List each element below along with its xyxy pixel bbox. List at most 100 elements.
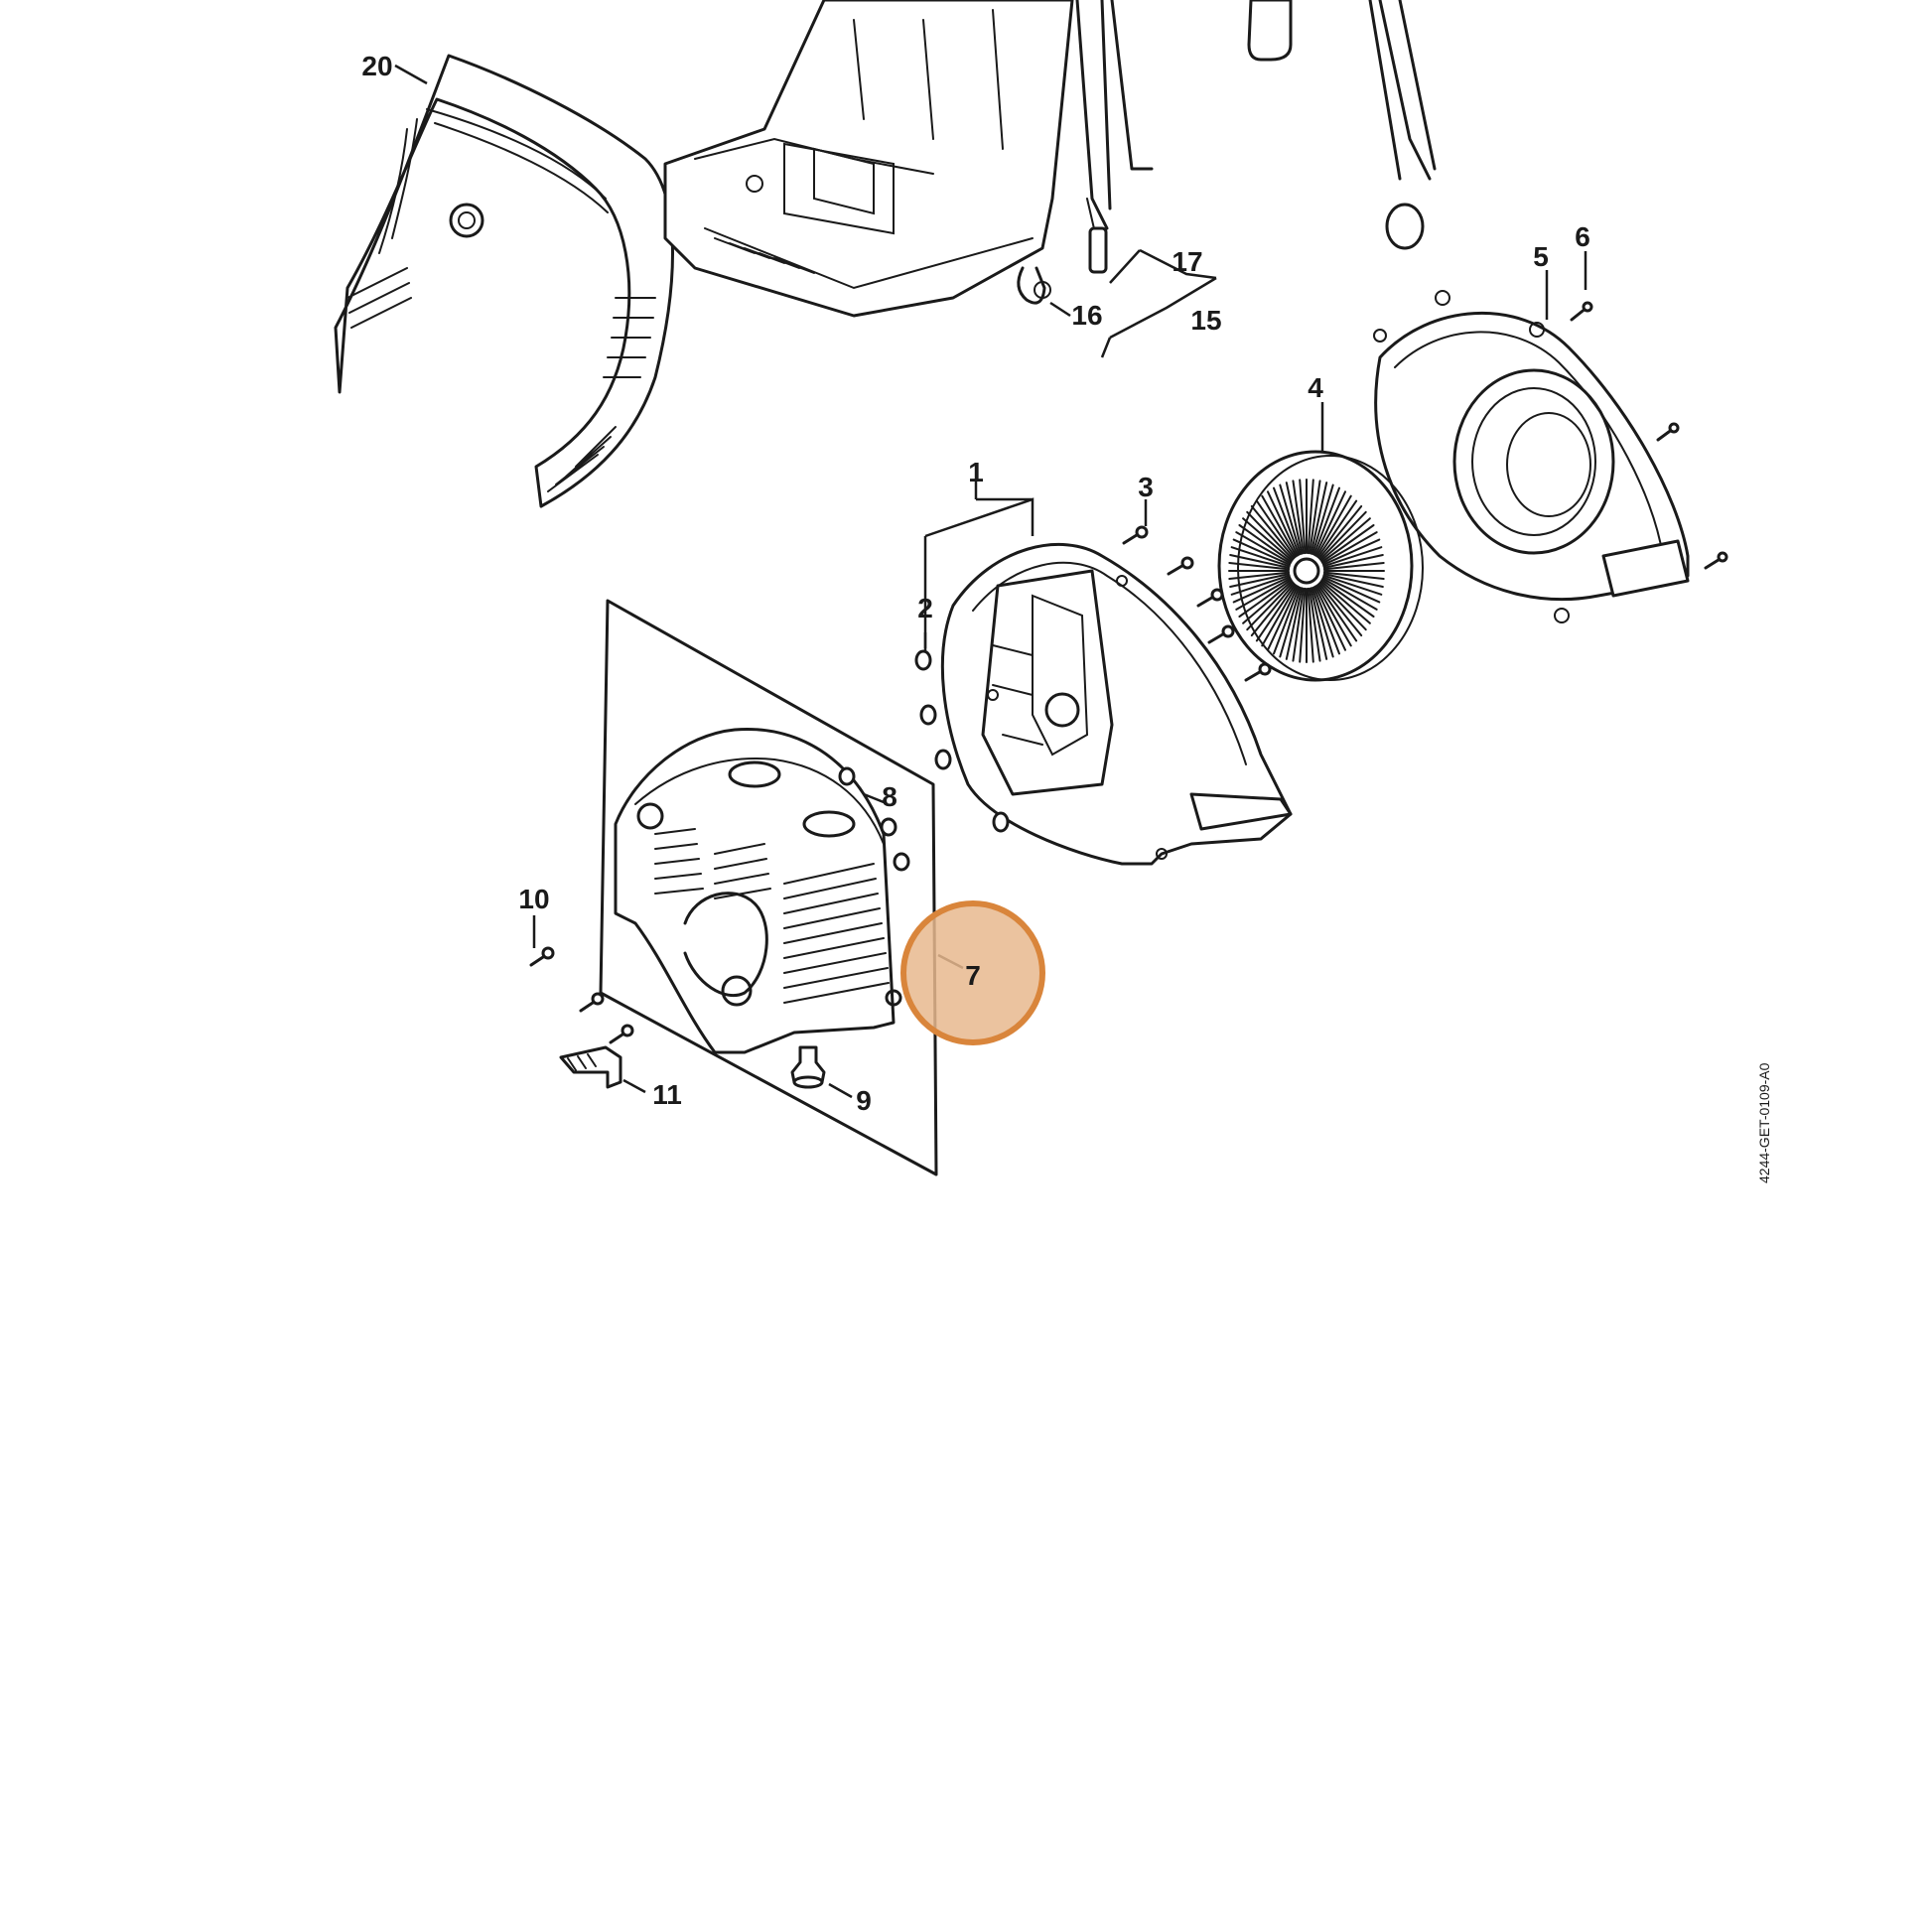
fan-spoke (1310, 482, 1328, 555)
part-8-plugs[interactable] (838, 766, 910, 872)
fan-spoke (1299, 479, 1307, 555)
fan-spoke (1229, 573, 1291, 588)
fan-spoke (1255, 583, 1297, 642)
fan-spoke (1279, 586, 1302, 658)
reference-code: 4244-GET-0109-A0 (1756, 1062, 1772, 1183)
callout-3: 3 (1138, 472, 1154, 502)
fan-spoke (1316, 583, 1358, 642)
fan-spoke (1235, 531, 1292, 565)
fan-spoke (1230, 574, 1291, 596)
callout-16: 16 (1071, 300, 1102, 331)
part-9-pin[interactable] (790, 1045, 826, 1089)
fan-spoke (1229, 554, 1291, 569)
fan-spoke (1228, 561, 1291, 571)
fan-spoke (1261, 584, 1298, 647)
fan-spoke (1322, 573, 1384, 588)
callout-8: 8 (882, 781, 897, 812)
fan-spoke (1267, 490, 1299, 557)
fan-spoke (1273, 486, 1301, 556)
leader-lines (394, 64, 1587, 1099)
fan-spoke (1261, 494, 1298, 558)
fan-spoke (1314, 490, 1346, 557)
fan-spoke (1310, 587, 1328, 660)
part-5-housing-cover[interactable] (1373, 290, 1690, 623)
fan-spoke (1322, 574, 1383, 596)
part-10-screws[interactable] (529, 946, 634, 1044)
fan-spoke (1322, 571, 1385, 581)
fan-spoke (1309, 480, 1321, 555)
fan-spoke (1228, 571, 1291, 581)
highlight-callout-7[interactable] (900, 900, 1045, 1045)
callout-6: 6 (1575, 221, 1590, 252)
fan-spoke (1318, 581, 1367, 631)
fan-spoke (1322, 554, 1384, 569)
fan-spoke (1232, 576, 1292, 604)
fan-spoke (1321, 538, 1381, 566)
callout-15: 15 (1190, 305, 1221, 336)
callout-7: 7 (965, 960, 981, 991)
fan-spoke (1246, 581, 1295, 631)
callout-9: 9 (856, 1085, 872, 1116)
callout-labels: 1 2 3 4 5 6 7 8 9 10 11 15 16 17 20 (361, 51, 1589, 1116)
fan-spoke (1309, 587, 1321, 662)
fan-spoke (1246, 510, 1295, 561)
fan-spoke (1321, 577, 1378, 611)
fan-spoke (1299, 587, 1307, 663)
part-1-blower-housing[interactable] (940, 542, 1293, 866)
part-7-shroud[interactable] (614, 727, 902, 1054)
back-frame[interactable] (663, 0, 1074, 318)
fan-spoke (1307, 587, 1314, 663)
fan-spoke (1318, 510, 1367, 561)
callout-17: 17 (1172, 246, 1202, 277)
fan-spoke (1235, 577, 1292, 611)
fan-spoke (1321, 531, 1378, 565)
callout-11: 11 (652, 1079, 682, 1110)
fan-spoke (1242, 580, 1294, 624)
fan-spoke (1250, 504, 1296, 560)
fan-spoke (1315, 494, 1352, 558)
harness-straps[interactable] (1075, 0, 1437, 274)
fan-spoke (1230, 546, 1291, 568)
callout-20: 20 (361, 51, 392, 81)
fan-spoke (1307, 479, 1314, 555)
fan-spoke (1255, 499, 1297, 559)
fan-spoke (1317, 504, 1363, 560)
fan-spoke (1315, 584, 1352, 647)
part-7-assembly-frame (599, 599, 938, 1176)
callout-10: 10 (518, 884, 549, 914)
fan-spoke (1314, 585, 1346, 651)
part-2-plugs[interactable] (914, 649, 1010, 833)
fan-spoke (1319, 517, 1371, 562)
fan-spoke (1250, 582, 1296, 637)
fan-spoke (1320, 524, 1375, 563)
part-11-clamp[interactable] (559, 1045, 622, 1089)
fan-spoke (1285, 482, 1304, 555)
fan-spoke (1273, 586, 1301, 655)
fan-spoke (1238, 579, 1293, 618)
fan-spoke (1311, 483, 1334, 556)
fan-spoke (1321, 576, 1381, 604)
callout-4: 4 (1308, 372, 1323, 403)
fan-spoke (1322, 546, 1383, 568)
fan-spoke (1316, 499, 1358, 559)
fan-spoke (1317, 582, 1363, 637)
fan-spoke (1292, 587, 1305, 662)
fan-spoke (1319, 580, 1371, 624)
part-3-screws[interactable] (1122, 525, 1272, 682)
fan-spoke (1311, 586, 1334, 658)
fan-spoke (1238, 524, 1293, 563)
callout-2: 2 (917, 593, 933, 623)
fan-spoke (1312, 586, 1340, 655)
part-20-guard[interactable] (334, 54, 674, 508)
part-6-screws[interactable] (1570, 301, 1728, 570)
fan-spoke (1242, 517, 1294, 562)
part-4-fan-wheel[interactable] (1217, 450, 1424, 682)
fan-spoke (1232, 538, 1292, 566)
part-16-clip[interactable] (1017, 266, 1051, 305)
callout-5: 5 (1533, 241, 1549, 272)
fan-spoke (1322, 561, 1385, 571)
fan-spoke (1285, 587, 1304, 660)
fan-spoke (1267, 585, 1299, 651)
callout-1: 1 (968, 457, 984, 487)
fan-spoke (1292, 480, 1305, 555)
